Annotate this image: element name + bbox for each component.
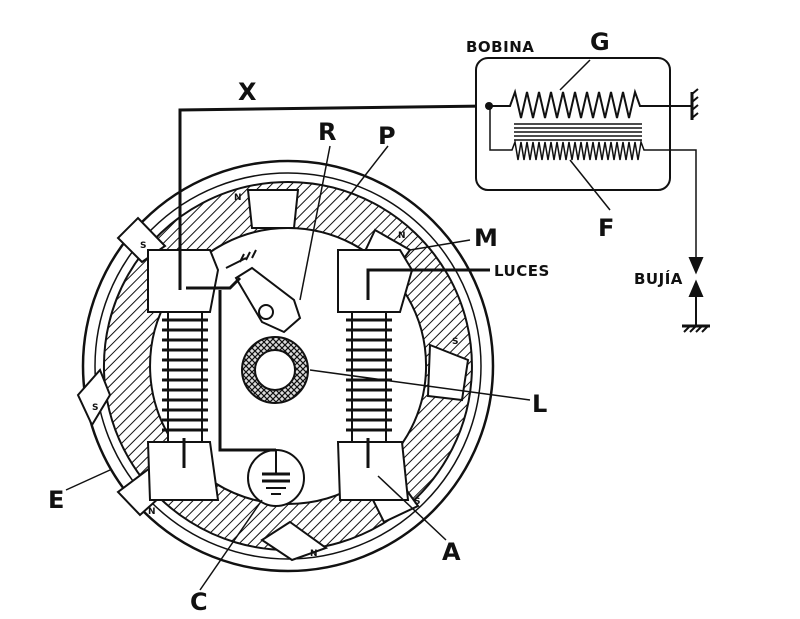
label-m: M	[474, 224, 498, 252]
flywheel-outer-rim	[81, 159, 495, 573]
wiring	[178, 104, 490, 468]
label-e: E	[48, 486, 64, 514]
wire-breaker	[186, 276, 242, 290]
coil-core	[514, 123, 642, 141]
wire-capacitor	[218, 290, 276, 452]
capacitor	[247, 449, 305, 507]
label-c: C	[190, 588, 208, 616]
pole-mark: N	[398, 231, 406, 241]
leader-lines	[65, 59, 611, 591]
right-core-bottom	[336, 441, 410, 501]
pole-mark: N	[234, 193, 242, 203]
label-r: R	[318, 118, 336, 146]
wire-x	[178, 104, 489, 290]
right-core-top	[337, 249, 414, 313]
left-core-bottom	[146, 441, 220, 501]
label-g: G	[590, 28, 610, 56]
left-core-top	[147, 249, 220, 313]
label-bujia: BUJÍA	[634, 269, 683, 288]
pole-mark: S	[140, 241, 146, 251]
label-p: P	[378, 122, 396, 150]
right-coil-winding	[346, 318, 392, 432]
cam-shaft	[241, 336, 309, 404]
pole-mark: S	[452, 337, 458, 347]
secondary-winding-f	[489, 106, 697, 262]
primary-winding-g	[490, 88, 699, 120]
label-bobina: BOBINA	[466, 38, 534, 56]
label-l: L	[532, 390, 547, 418]
wire-luces	[366, 268, 490, 300]
pole-mark: N	[148, 507, 156, 517]
left-coil-assembly	[146, 249, 220, 501]
label-x: X	[238, 78, 257, 106]
label-f: F	[598, 214, 614, 242]
pole-mark: S	[92, 403, 98, 413]
label-a: A	[442, 538, 461, 566]
left-coil-winding	[162, 318, 208, 432]
label-luces: LUCES	[494, 262, 550, 280]
breaker-contact	[225, 249, 302, 334]
spark-gap	[682, 257, 710, 333]
ignition-coil-box	[475, 57, 699, 262]
pole-mark: N	[310, 549, 318, 559]
flywheel-inner-rim	[94, 172, 482, 560]
pole-mark: S	[414, 497, 420, 507]
